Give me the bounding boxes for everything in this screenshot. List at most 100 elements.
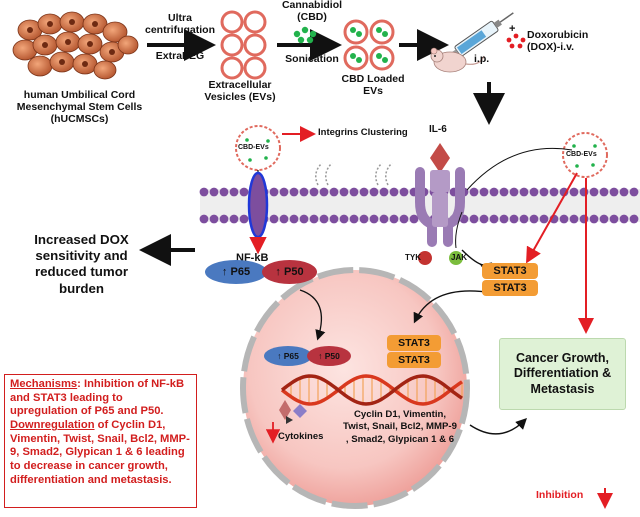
cbd-evs-right-label: CBD-EVs [566,151,597,158]
lipid-head [229,187,239,197]
lipid-head [509,187,519,197]
lipid-head [549,187,559,197]
lipid-head [339,214,349,224]
cbd-loaded-evs [343,19,395,71]
nuc-p50-pill: ↑ P50 [307,346,351,366]
lipid-head [319,214,329,224]
lipid-head [219,187,229,197]
jak-node [449,251,463,265]
lipid-head [209,214,219,224]
mechanisms-box: Mechanisms: Inhibition of NF-kB and STAT… [4,374,197,508]
arrow-nfkb-nucleus [299,289,326,341]
lipid-head [399,187,409,197]
lipid-head [529,187,539,197]
lipid-head [489,214,499,224]
nuc-stat3-pill-1: STAT3 [387,335,441,351]
lipid-head [589,214,599,224]
lipid-head [379,214,389,224]
lipid-head [469,214,479,224]
stem-cell-cluster [12,11,139,80]
cytokine-shapes [279,400,307,424]
lipid-head [599,214,609,224]
cbd-loaded-label: CBD Loaded EVs [341,73,405,97]
mechanisms-heading: Mechanisms [10,378,78,390]
lipid-head [349,187,359,197]
lipid-head [559,214,569,224]
lipid-head [579,214,589,224]
lipid-head [279,214,289,224]
lipid-head [409,214,419,224]
lipid-head [599,187,609,197]
evs-label: Extracellular Vesicles (EVs) [204,79,276,103]
lipid-head [299,187,309,197]
lipid-head [329,187,339,197]
lipid-head [379,187,389,197]
lipid-head [309,187,319,197]
step1-bottom: ExtraPEG [155,50,205,62]
lipid-head [579,187,589,197]
ev-vesicles [220,10,267,80]
cytokines-label: Cytokines [278,431,324,442]
lipid-head [469,187,479,197]
lipid-head [529,214,539,224]
arrow-stat3-nucleus [413,290,494,324]
lipid-head [199,214,209,224]
membrane-channel [247,171,269,255]
lipid-head [519,214,529,224]
lipid-head [319,187,329,197]
nucleus [240,267,470,509]
lipid-head [609,187,619,197]
lipid-head [329,214,339,224]
lipid-head [269,187,279,197]
lipid-head [389,187,399,197]
route-label: i.p. [474,53,490,65]
lipid-head [629,214,639,224]
lipid-head [509,214,519,224]
tyk-node [418,251,432,265]
integrins [315,162,393,186]
lipid-head [289,187,299,197]
lipid-head [209,187,219,197]
mouse-icon [430,47,485,73]
arrow-nucleus-cancer [469,418,527,435]
nuc-p50-label: P50 [324,351,340,361]
lipid-head [269,214,279,224]
curve-ev-to-receptor [466,147,573,191]
cbd-ev-left [235,125,281,171]
source-label: human Umbilical Cord Mesenchymal Stem Ce… [16,89,143,125]
lipid-head [309,214,319,224]
mechanisms-text2: of Cyclin D1, Vimentin, Twist, Snail, Bc… [10,418,190,486]
lipid-head [369,214,379,224]
lipid-head [359,187,369,197]
plus-sign: + [509,23,516,35]
step1-top: Ultra centrifugation [145,12,215,36]
il6-label: IL-6 [429,124,447,135]
lipid-head [489,187,499,197]
mechanisms-text1: : Inhibition of NF-kB and STAT3 leading … [10,378,185,418]
lipid-head [339,187,349,197]
lipid-head [349,214,359,224]
inhibition-legend-label: Inhibition [536,489,584,501]
step2-bottom: Sonication [285,53,339,65]
stat3-pill-2: STAT3 [482,280,538,296]
jak-label: JAK [451,253,468,262]
nuc-stat3-pill-2: STAT3 [387,352,441,368]
lipid-head [299,214,309,224]
lipid-head [589,187,599,197]
stat3-pill-1: STAT3 [482,263,538,279]
lipid-head [239,214,249,224]
il6-receptor [415,143,465,247]
p65-label: P65 [230,266,251,278]
dna-strand [280,374,463,406]
lipid-head [499,187,509,197]
lipid-head [219,214,229,224]
lipid-head [239,187,249,197]
lipid-head [619,214,629,224]
dna-strand [280,374,463,406]
lipid-head [519,187,529,197]
gene-list: Cyclin D1, Vimentin, Twist, Snail, Bcl2,… [343,409,457,445]
lipid-head [289,214,299,224]
lipid-head [499,214,509,224]
cancer-growth-box: Cancer Growth, Differentiation & Metasta… [499,338,626,410]
